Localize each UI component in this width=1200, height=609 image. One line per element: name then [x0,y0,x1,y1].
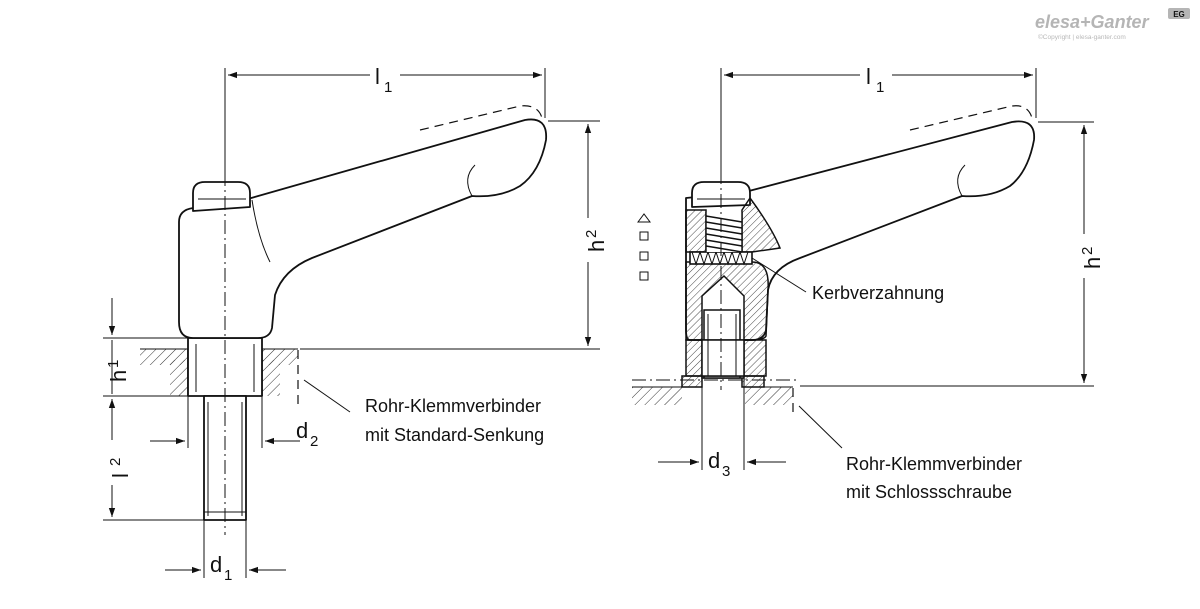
right-callout-leader [798,405,843,449]
left-callout-line2: mit Standard-Senkung [365,425,544,445]
l2-label: l [108,473,133,478]
right-section-view [685,170,782,390]
h1-sub: 1 [105,360,122,368]
left-dim-h2: h 2 [300,120,609,350]
left-dim-l2: l 2 [103,399,204,521]
d2-sub: 2 [310,433,318,450]
brand-copyright: ©Copyright | elesa-ganter.com [1038,33,1126,41]
right-lever-figure: l 1 h 2 d 3 [632,64,1105,480]
brand-badge: EG [1173,10,1185,19]
right-callout-line1: Rohr-Klemmverbinder [846,454,1022,474]
brand-logo-text: elesa+Ganter [1035,12,1150,32]
left-dim-d1: d 1 [165,520,286,584]
d3-sub: 3 [722,463,730,480]
left-l1-label: l [375,64,380,89]
serration-leader [751,257,807,293]
left-lever-body [178,105,548,535]
left-h2-sub: 2 [583,230,600,238]
left-callout-line1: Rohr-Klemmverbinder [365,396,541,416]
right-h2-sub: 2 [1079,247,1096,255]
serration-callout: Kerbverzahnung [812,283,944,303]
right-h2-label: h [1080,257,1105,269]
left-dim-h1: h 1 [103,298,204,397]
left-lever-figure: l 1 h 2 h 1 l 2 [103,64,609,584]
right-dim-d3: d 3 [658,378,786,480]
right-dim-l1: l 1 [720,64,1037,170]
h1-label: h [106,370,131,382]
right-l1-label: l [866,64,871,89]
adjustment-symbols [637,213,651,281]
d1-sub: 1 [224,567,232,584]
d2-label: d [296,418,308,443]
right-callout-line2: mit Schlossschraube [846,482,1012,502]
right-dim-h2: h 2 [800,121,1105,387]
right-l1-sub: 1 [876,79,884,96]
d3-label: d [708,448,720,473]
d1-label: d [210,552,222,577]
left-dim-d2: d 2 [150,396,318,450]
left-dim-l1: l 1 [224,64,546,172]
brand-logo: elesa+Ganter EG ©Copyright | elesa-gante… [1035,8,1190,41]
left-h2-label: h [584,240,609,252]
left-callout-leader [303,379,351,413]
right-surface-hatching [632,375,800,418]
l2-sub: 2 [107,458,124,466]
left-l1-sub: 1 [384,79,392,96]
